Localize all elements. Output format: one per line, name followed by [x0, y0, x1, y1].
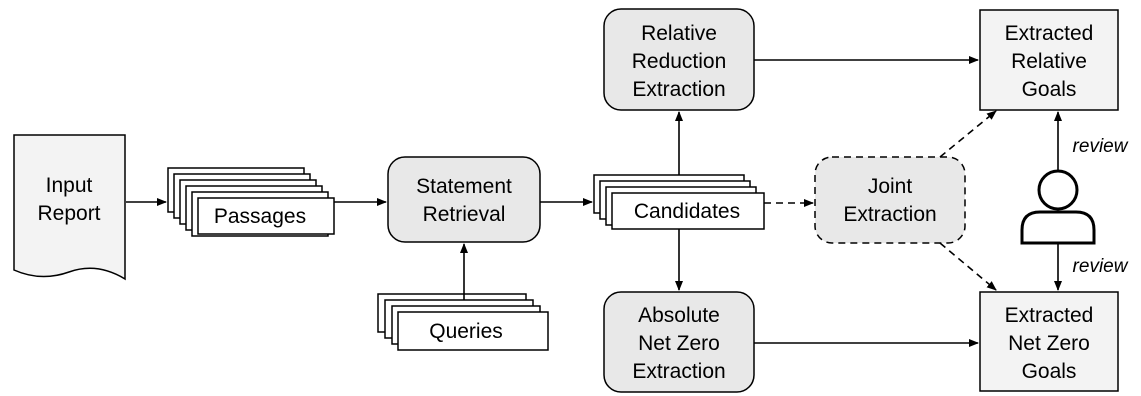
extracted-relative-label-2: Relative [1011, 50, 1087, 73]
joint-extraction-label-2: Extraction [843, 203, 936, 226]
extracted-relative-label-1: Extracted [1005, 22, 1094, 45]
review-label-top: review [1073, 136, 1129, 157]
edge-joint-to-relative-goals [939, 110, 997, 158]
netzero-extraction-label-2: Net Zero [638, 332, 720, 355]
extracted-netzero-label-2: Net Zero [1008, 332, 1090, 355]
queries-label: Queries [429, 320, 503, 343]
joint-extraction-node: Joint Extraction [814, 156, 966, 244]
statement-retrieval-label-2: Retrieval [423, 203, 506, 226]
candidates-label: Candidates [634, 200, 740, 223]
extracted-net-zero-goals-node: Extracted Net Zero Goals [979, 291, 1119, 392]
input-report-label-1: Input [46, 174, 93, 197]
netzero-extraction-label-1: Absolute [638, 304, 720, 327]
relative-extraction-label-2: Reduction [632, 50, 727, 73]
statement-retrieval-node: Statement Retrieval [387, 156, 541, 243]
extracted-netzero-label-3: Goals [1022, 360, 1077, 383]
relative-extraction-label-1: Relative [641, 22, 717, 45]
passages-node: Passages [167, 167, 335, 237]
joint-extraction-label-1: Joint [868, 175, 913, 198]
relative-reduction-extraction-node: Relative Reduction Extraction [603, 8, 755, 111]
extracted-netzero-label-1: Extracted [1005, 304, 1094, 327]
person-icon [1020, 169, 1096, 245]
input-report-node: Input Report [13, 134, 126, 281]
extracted-relative-label-3: Goals [1022, 78, 1077, 101]
candidates-node: Candidates [593, 174, 765, 230]
statement-retrieval-label-1: Statement [416, 175, 512, 198]
review-label-bottom: review [1073, 256, 1129, 277]
document-icon [13, 134, 126, 281]
input-report-label-2: Report [37, 202, 100, 225]
queries-node: Queries [377, 293, 549, 351]
passages-label: Passages [214, 205, 306, 228]
edge-joint-to-netzero-goals [939, 242, 997, 291]
net-zero-extraction-node: Absolute Net Zero Extraction [603, 291, 755, 393]
relative-extraction-label-3: Extraction [632, 78, 725, 101]
netzero-extraction-label-3: Extraction [632, 360, 725, 383]
extracted-relative-goals-node: Extracted Relative Goals [979, 9, 1119, 111]
